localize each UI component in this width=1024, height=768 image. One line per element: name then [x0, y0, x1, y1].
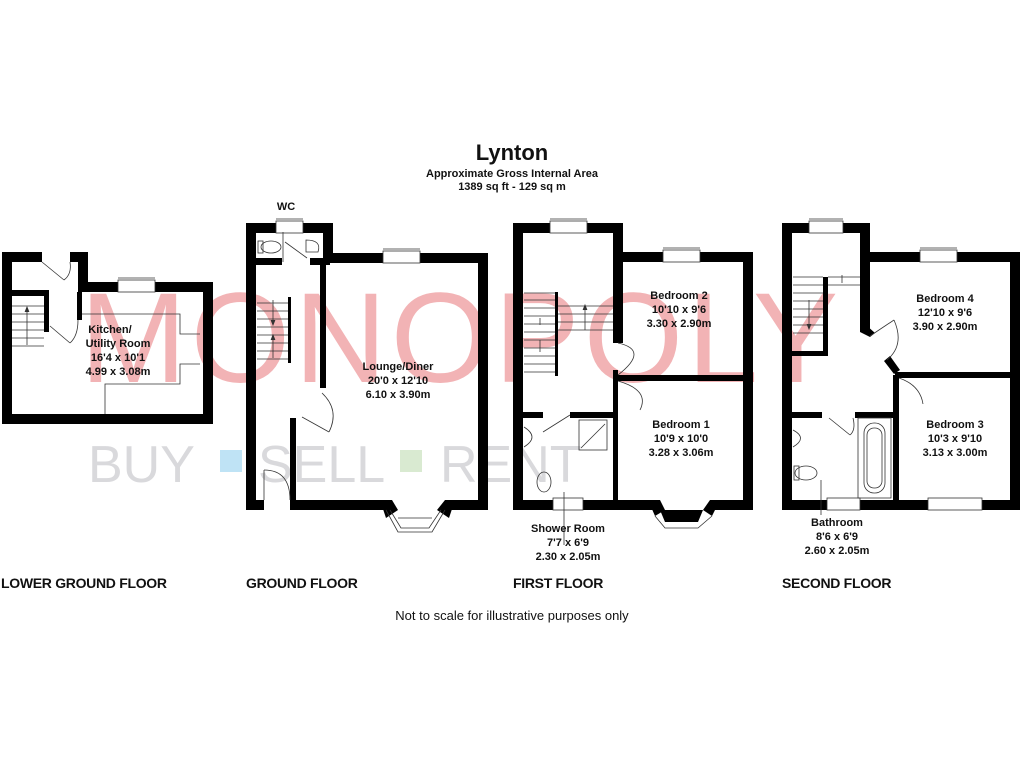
second-floor-details [792, 218, 983, 515]
room-wc-name: WC [277, 201, 295, 213]
watermark-buy: BUY [88, 436, 195, 494]
first-floor-plan [513, 223, 753, 522]
room-shower-imperial: 7'7 x 6'9 [547, 537, 589, 549]
room-bathroom-imperial: 8'6 x 6'9 [816, 531, 858, 543]
room-kitchen-metric: 4.99 x 3.08m [86, 366, 151, 378]
room-shower-name: Shower Room [531, 523, 605, 535]
room-bedroom2-name: Bedroom 2 [650, 290, 707, 302]
room-bedroom3-name: Bedroom 3 [926, 419, 983, 431]
room-bedroom4-metric: 3.90 x 2.90m [913, 321, 978, 333]
room-bedroom1-metric: 3.28 x 3.06m [649, 447, 714, 459]
floor-label-first: FIRST FLOOR [513, 575, 604, 591]
lower-ground-floor-details [12, 261, 200, 414]
floor-label-ground: GROUND FLOOR [246, 575, 358, 591]
watermark-square-blue [220, 450, 242, 472]
second-floor-plan [782, 223, 1020, 510]
room-shower-metric: 2.30 x 2.05m [536, 551, 601, 563]
room-bedroom3-metric: 3.13 x 3.00m [923, 447, 988, 459]
room-bedroom1-name: Bedroom 1 [652, 419, 709, 431]
room-bathroom-name: Bathroom [811, 517, 863, 529]
scale-disclaimer: Not to scale for illustrative purposes o… [395, 608, 629, 623]
watermark-rent: RENT [440, 436, 582, 494]
area-subtitle: Approximate Gross Internal Area [426, 168, 598, 180]
room-kitchen-imperial: 16'4 x 10'1 [91, 352, 145, 364]
room-lounge-metric: 6.10 x 3.90m [366, 389, 431, 401]
first-floor-details [523, 218, 713, 545]
room-bedroom2-imperial: 10'10 x 9'6 [652, 304, 706, 316]
floor-label-second: SECOND FLOOR [782, 575, 892, 591]
room-bedroom1-imperial: 10'9 x 10'0 [654, 433, 708, 445]
area-value: 1389 sq ft - 129 sq m [458, 181, 566, 193]
room-kitchen-name-2: Utility Room [86, 338, 151, 350]
room-bedroom3-imperial: 10'3 x 9'10 [928, 433, 982, 445]
floor-label-lower-ground: LOWER GROUND FLOOR [1, 575, 167, 591]
room-bathroom-metric: 2.60 x 2.05m [805, 545, 870, 557]
room-bedroom4-imperial: 12'10 x 9'6 [918, 307, 972, 319]
ground-floor-details [257, 218, 446, 533]
lower-ground-floor-plan [2, 252, 213, 424]
watermark-square-green [400, 450, 422, 472]
ground-floor-plan [246, 223, 488, 518]
room-lounge-name: Lounge/Diner [363, 361, 435, 373]
room-bedroom4-name: Bedroom 4 [916, 293, 974, 305]
room-lounge-imperial: 20'0 x 12'10 [368, 375, 428, 387]
room-bedroom2-metric: 3.30 x 2.90m [647, 318, 712, 330]
property-title: Lynton [475, 140, 549, 165]
room-kitchen-name: Kitchen/ [88, 324, 131, 336]
watermark-sell: SELL [258, 436, 385, 494]
